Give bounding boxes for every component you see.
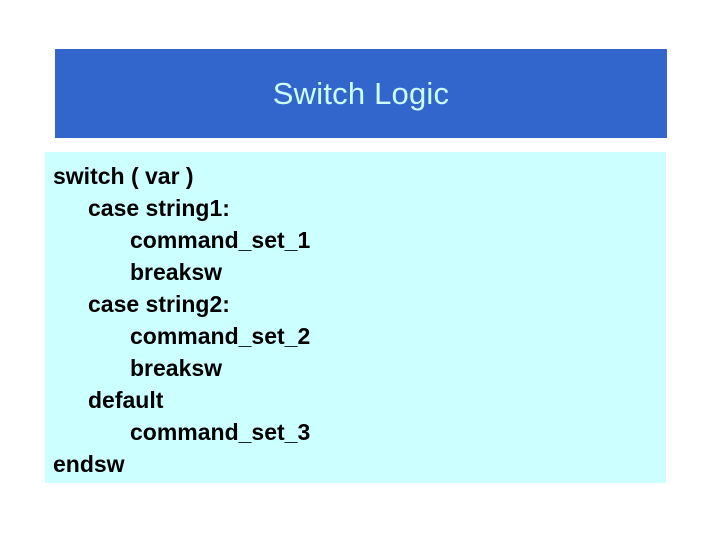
code-line: breaksw bbox=[130, 355, 223, 381]
code-line: command_set_2 bbox=[130, 323, 311, 349]
code-line: default bbox=[88, 387, 164, 413]
code-line: endsw bbox=[53, 451, 125, 477]
code-line: switch ( var ) bbox=[53, 163, 194, 189]
slide-title-banner: Switch Logic bbox=[55, 49, 667, 138]
code-line: case string1: bbox=[88, 195, 230, 221]
code-line: command_set_3 bbox=[130, 419, 311, 445]
code-line: case string2: bbox=[88, 291, 230, 317]
code-line: breaksw bbox=[130, 259, 223, 285]
code-line: command_set_1 bbox=[130, 227, 311, 253]
code-block-panel: switch ( var ) case string1: command_set… bbox=[45, 152, 666, 483]
page-title: Switch Logic bbox=[272, 76, 450, 111]
